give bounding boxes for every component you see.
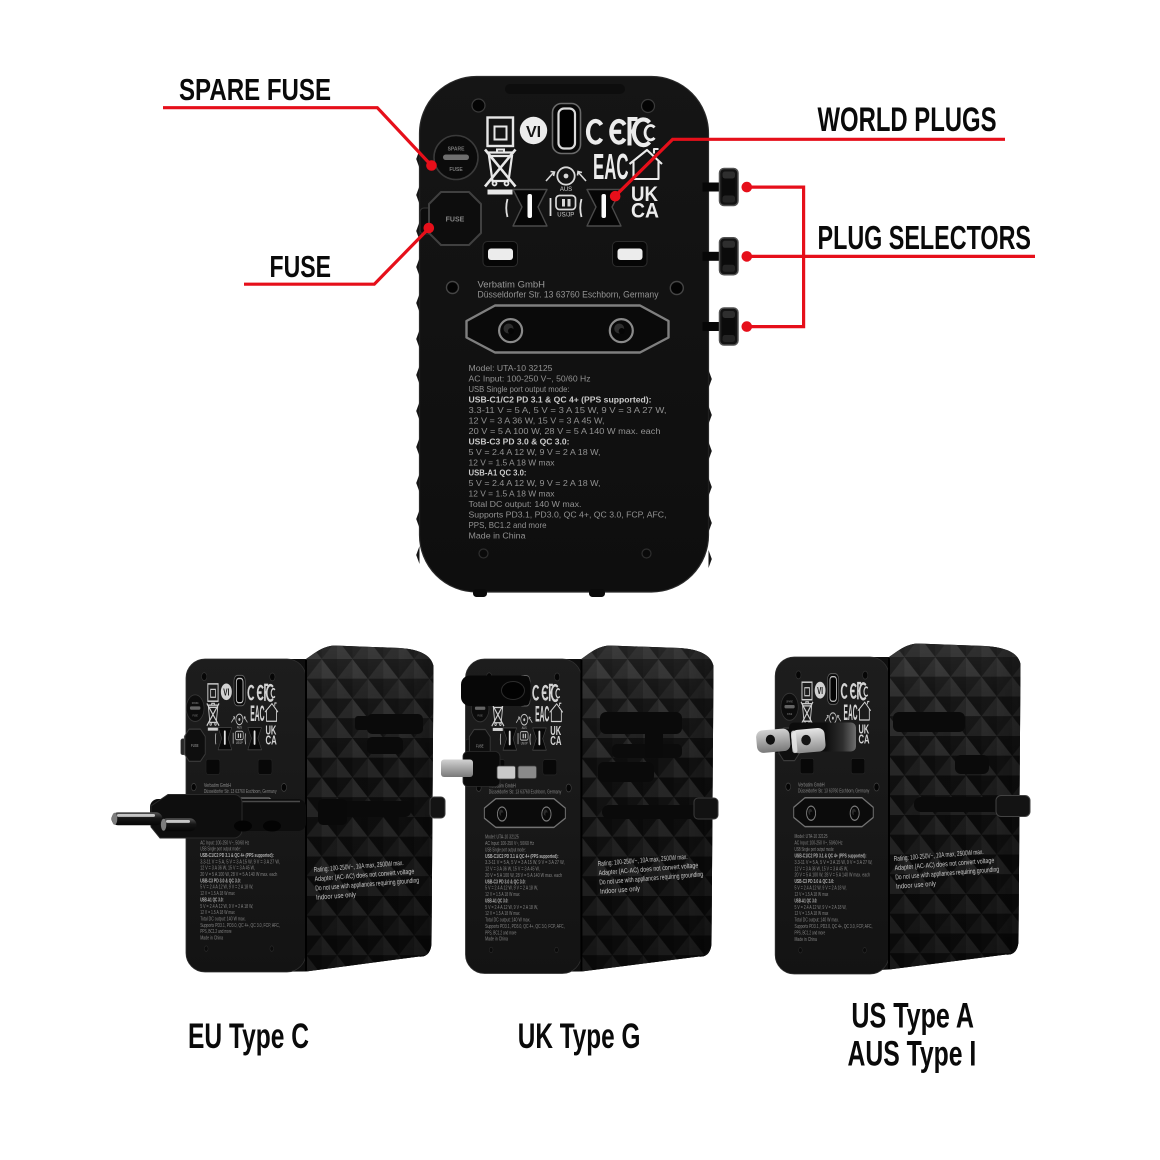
- svg-text:PLUG SELECTORS: PLUG SELECTORS: [818, 219, 1032, 256]
- svg-text:UK Type G: UK Type G: [518, 1016, 641, 1056]
- svg-text:Indoor use only: Indoor use only: [316, 892, 357, 902]
- svg-text:EU Type C: EU Type C: [188, 1016, 309, 1056]
- svg-text:WORLD PLUGS: WORLD PLUGS: [818, 101, 997, 139]
- svg-text:AUS Type I: AUS Type I: [848, 1033, 977, 1073]
- svg-text:Indoor use only: Indoor use only: [896, 881, 937, 891]
- svg-text:FUSE: FUSE: [270, 249, 332, 284]
- svg-text:Indoor use only: Indoor use only: [600, 886, 641, 896]
- svg-text:SPARE FUSE: SPARE FUSE: [179, 72, 331, 107]
- svg-text:US Type A: US Type A: [851, 996, 974, 1036]
